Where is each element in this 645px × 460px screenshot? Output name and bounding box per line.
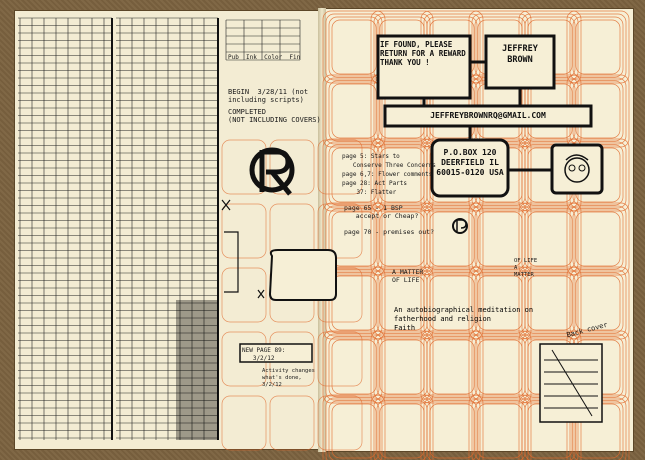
page-title-1: A MATTER OF LIFE bbox=[392, 268, 424, 284]
sketch-panel bbox=[268, 249, 337, 301]
page70-note: page 70 - premises out? bbox=[344, 228, 435, 236]
page-title-2: OF LIFE A MATTER bbox=[514, 258, 538, 278]
new-page-note: NEW PAGE 89: 3/2/12 bbox=[242, 347, 286, 362]
self-portrait-box bbox=[550, 143, 604, 195]
new-page-box bbox=[239, 343, 313, 363]
page-tracking-grid bbox=[18, 17, 301, 440]
found-note-box bbox=[376, 34, 472, 100]
found-note-text: IF FOUND, PLEASE RETURN FOR A REWARD THA… bbox=[380, 40, 466, 67]
name-box bbox=[484, 34, 556, 90]
back-cover-sketch bbox=[539, 343, 603, 423]
completed-note: COMPLETED (NOT INCLUDING COVERS) bbox=[228, 108, 321, 124]
ink-drawings bbox=[221, 34, 604, 423]
book-gutter bbox=[318, 8, 326, 452]
tracking-header: Pub Ink Color Fin bbox=[228, 54, 301, 61]
name-text: JEFFREY BROWN bbox=[502, 44, 538, 65]
begin-note: BEGIN 3/28/11 (not including scripts) bbox=[228, 88, 309, 104]
subtitle-text: An autobiographical meditation on father… bbox=[394, 306, 534, 332]
rq-logo-icon bbox=[249, 147, 295, 196]
page65-note: page 65 - 1 BSP accept or Cheap? bbox=[344, 204, 419, 220]
face-icon bbox=[564, 157, 590, 183]
page-notes: page 5: Stars to Conserve Three Concerns… bbox=[342, 153, 436, 196]
small-logo-icon bbox=[452, 218, 468, 234]
activity-note: Activity changes what's done, 3/2/12 bbox=[262, 368, 315, 388]
email-text: JEFFREYBROWNRQ@GMAIL.COM bbox=[430, 111, 546, 120]
email-box bbox=[383, 104, 593, 128]
address-text: P.O.BOX 120 DEERFIELD IL 60015-0120 USA bbox=[436, 148, 504, 177]
